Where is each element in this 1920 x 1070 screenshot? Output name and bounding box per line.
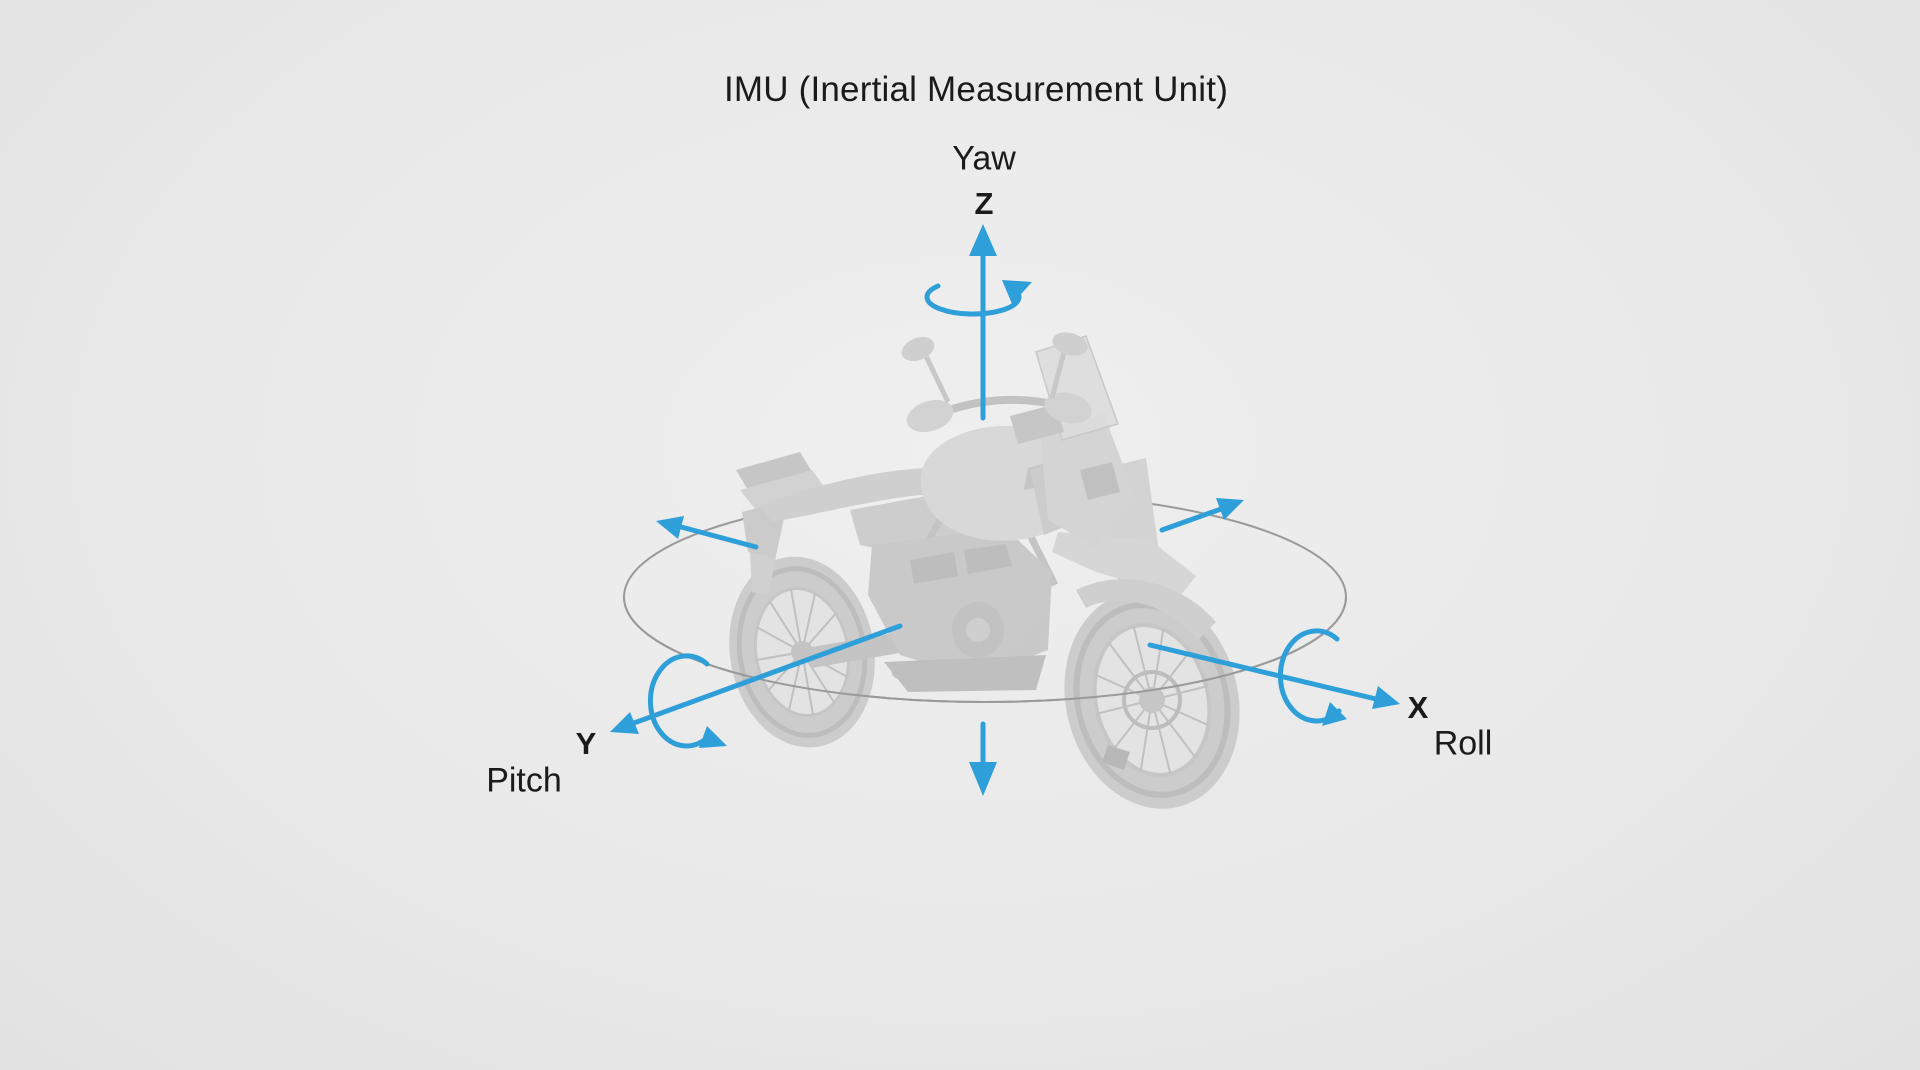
fuel-tank xyxy=(920,425,1078,541)
swingarm xyxy=(806,632,905,668)
yaw-label: Yaw xyxy=(952,139,1016,178)
brake-caliper xyxy=(1102,745,1130,770)
motorcycle-illustration xyxy=(729,332,1240,809)
pitch-label: Pitch xyxy=(486,761,562,800)
roll-label: Roll xyxy=(1433,724,1493,763)
handlebars xyxy=(901,332,1092,433)
engine xyxy=(868,528,1052,678)
front-fender xyxy=(1052,532,1216,640)
diagram-title: IMU (Inertial Measurement Unit) xyxy=(723,70,1229,109)
roll-rotation-arrow xyxy=(1277,628,1347,726)
skid-plate xyxy=(884,655,1046,692)
x-axis-letter: X xyxy=(1407,690,1429,725)
seat xyxy=(760,467,968,522)
roll-axis-arrow xyxy=(656,516,1400,709)
yaw-orbit-front-arc xyxy=(623,596,1347,703)
front-wheel xyxy=(1064,591,1240,809)
front-cowl xyxy=(1040,414,1136,548)
yaw-axis-arrow xyxy=(969,224,997,796)
pitch-axis-arrow xyxy=(610,498,1244,734)
z-axis-letter: Z xyxy=(974,186,994,221)
yaw-rotation-arrow xyxy=(924,280,1032,317)
y-axis-letter: Y xyxy=(575,726,597,761)
pitch-rotation-arrow xyxy=(647,653,727,749)
